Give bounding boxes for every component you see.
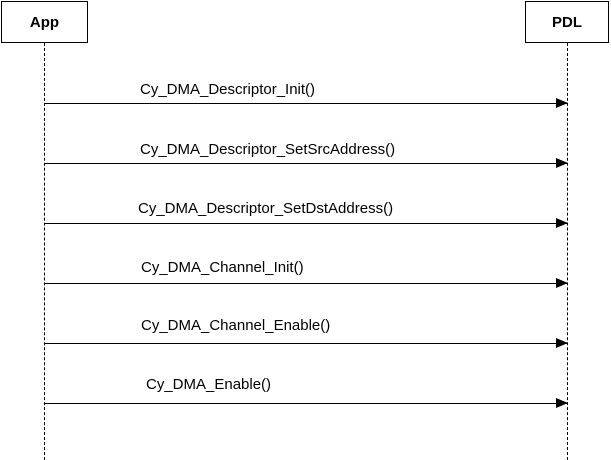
message-label-dma-enable: Cy_DMA_Enable(): [146, 376, 272, 393]
message-label-channel-enable: Cy_DMA_Channel_Enable(): [141, 317, 331, 334]
message-arrow-descriptor-set-dst-address: [44, 218, 568, 228]
participant-pdl: PDL: [525, 1, 609, 43]
message-label-descriptor-set-src-address: Cy_DMA_Descriptor_SetSrcAddress(): [140, 141, 396, 158]
participant-app: App: [1, 1, 88, 43]
arrowhead-icon: [556, 278, 568, 288]
arrowhead-icon: [556, 158, 568, 168]
lifeline-pdl: [567, 43, 568, 460]
arrowhead-icon: [556, 398, 568, 408]
message-label-descriptor-init: Cy_DMA_Descriptor_Init(): [140, 81, 316, 98]
arrowhead-icon: [556, 218, 568, 228]
arrowhead-icon: [556, 98, 568, 108]
message-label-descriptor-set-dst-address: Cy_DMA_Descriptor_SetDstAddress(): [138, 200, 394, 217]
message-label-channel-init: Cy_DMA_Channel_Init(): [141, 259, 304, 276]
message-arrow-descriptor-set-src-address: [44, 158, 568, 168]
message-arrow-channel-init: [44, 278, 568, 288]
lifeline-app: [44, 43, 45, 460]
message-arrow-descriptor-init: [44, 98, 568, 108]
message-arrow-dma-enable: [44, 398, 568, 408]
arrowhead-icon: [556, 338, 568, 348]
message-arrow-channel-enable: [44, 338, 568, 348]
